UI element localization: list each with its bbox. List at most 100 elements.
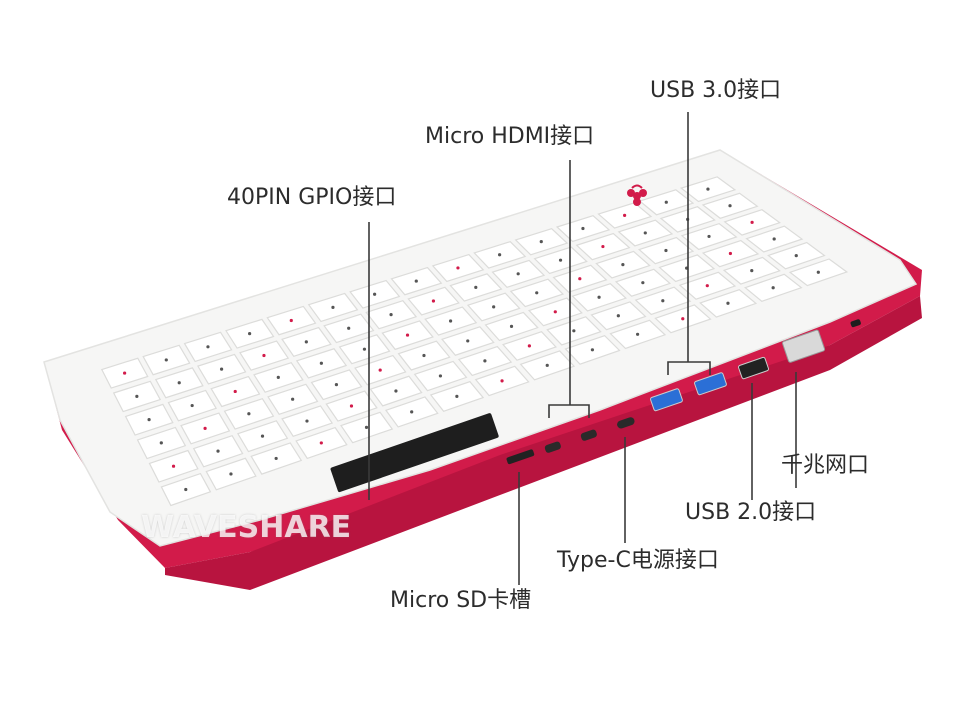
key-legend-mark bbox=[319, 441, 323, 445]
case-red-front-face bbox=[165, 296, 922, 590]
key-legend-mark bbox=[289, 318, 293, 323]
key-legend-mark bbox=[248, 332, 252, 336]
key-legend-mark bbox=[661, 299, 665, 303]
usb3-port-2 bbox=[694, 372, 727, 396]
key-legend-mark bbox=[362, 347, 367, 351]
key-legend-mark bbox=[389, 313, 393, 317]
leader-lines bbox=[368, 112, 797, 585]
kensington-lock bbox=[850, 319, 861, 328]
key-legend-mark bbox=[771, 286, 775, 290]
key-legend-mark bbox=[750, 269, 754, 273]
key-legend-mark bbox=[184, 487, 188, 492]
callout-usb2: USB 2.0接口 bbox=[685, 500, 817, 525]
key-legend-mark bbox=[147, 418, 151, 422]
callout-gpio: 40PIN GPIO接口 bbox=[227, 185, 397, 210]
key-legend-mark bbox=[364, 425, 369, 429]
callout-typec: Type-C电源接口 bbox=[557, 548, 719, 573]
key-legend-mark bbox=[405, 333, 410, 337]
key-legend-mark bbox=[643, 231, 647, 235]
key-legend-mark bbox=[260, 434, 265, 438]
key-legend-mark bbox=[597, 295, 601, 299]
key-legend-mark bbox=[492, 305, 496, 309]
key-legend-mark bbox=[581, 226, 585, 231]
key-legend-mark bbox=[535, 291, 539, 295]
key-legend-mark bbox=[601, 244, 605, 249]
key-legend-mark bbox=[414, 279, 418, 283]
key-legend-mark bbox=[190, 403, 194, 408]
key-legend-mark bbox=[448, 319, 453, 323]
key-legend-mark bbox=[219, 367, 224, 371]
leader-usb3-bracket bbox=[667, 361, 711, 375]
key-legend-mark bbox=[203, 426, 207, 430]
key-legend-mark bbox=[422, 353, 426, 358]
usb2-port bbox=[738, 356, 769, 380]
key-legend-mark bbox=[216, 449, 220, 453]
key-legend-mark bbox=[750, 220, 754, 224]
key-legend-mark bbox=[553, 310, 557, 314]
key-legend-mark bbox=[334, 383, 339, 387]
key-legend-mark bbox=[621, 263, 625, 267]
typec-port bbox=[617, 417, 635, 429]
key-legend-mark bbox=[331, 305, 335, 309]
key-legend-mark bbox=[664, 200, 668, 204]
key-legend-mark bbox=[500, 379, 504, 383]
key-legend-mark bbox=[664, 248, 668, 253]
key-legend-mark bbox=[373, 292, 377, 296]
key-legend-mark bbox=[274, 456, 278, 461]
key-legend-mark bbox=[516, 272, 520, 276]
key-legend-mark bbox=[623, 213, 627, 217]
key-legend-mark bbox=[233, 389, 237, 394]
key-legend-mark bbox=[164, 358, 168, 362]
key-legend-mark bbox=[171, 464, 176, 468]
key-legend-mark bbox=[305, 419, 309, 423]
key-legend-mark bbox=[349, 404, 354, 408]
key-legend-mark bbox=[772, 237, 776, 241]
leader-hdmi-bracket bbox=[548, 404, 590, 418]
key-legend-mark bbox=[123, 371, 127, 375]
key-legend-mark bbox=[262, 353, 266, 358]
callout-gigabit-ethernet: 千兆网口 bbox=[781, 453, 870, 478]
keycaps bbox=[100, 176, 849, 507]
micro-hdmi-port-2 bbox=[580, 429, 597, 441]
gpio-header bbox=[330, 413, 499, 493]
watermark: WAVESHARE bbox=[141, 510, 352, 545]
key-legend-mark bbox=[539, 240, 543, 244]
key-legend-mark bbox=[706, 187, 710, 191]
key-legend-mark bbox=[707, 234, 711, 239]
key-legend-mark bbox=[681, 317, 685, 321]
callout-micro-hdmi: Micro HDMI接口 bbox=[425, 124, 595, 149]
key-legend-mark bbox=[726, 301, 730, 305]
key-legend-mark bbox=[291, 397, 295, 401]
usb3-port-1 bbox=[650, 388, 683, 412]
key-legend-mark bbox=[247, 412, 251, 416]
key-legend-mark bbox=[456, 266, 460, 270]
key-legend-mark bbox=[816, 270, 820, 274]
key-legend-mark bbox=[455, 394, 459, 398]
key-legend-mark bbox=[705, 284, 709, 288]
key-legend-mark bbox=[438, 374, 443, 378]
key-legend-mark bbox=[578, 277, 582, 281]
key-legend-mark bbox=[558, 258, 563, 262]
microsd-slot bbox=[506, 449, 535, 465]
key-legend-mark bbox=[431, 299, 436, 303]
key-legend-mark bbox=[590, 348, 595, 352]
ethernet-port bbox=[782, 329, 826, 363]
key-legend-mark bbox=[229, 472, 233, 476]
key-legend-mark bbox=[794, 253, 798, 258]
key-legend-mark bbox=[636, 332, 640, 336]
callout-microsd: Micro SD卡槽 bbox=[390, 588, 532, 613]
key-legend-mark bbox=[347, 326, 351, 330]
key-legend-mark bbox=[319, 361, 323, 365]
key-legend-mark bbox=[616, 314, 620, 318]
key-legend-mark bbox=[159, 441, 163, 445]
key-legend-mark bbox=[394, 389, 398, 393]
key-legend-mark bbox=[527, 344, 531, 348]
key-legend-mark bbox=[728, 251, 732, 256]
key-legend-mark bbox=[483, 359, 487, 363]
key-legend-mark bbox=[545, 363, 549, 367]
key-legend-mark bbox=[728, 204, 732, 208]
key-legend-mark bbox=[641, 281, 645, 285]
key-legend-mark bbox=[474, 285, 478, 290]
